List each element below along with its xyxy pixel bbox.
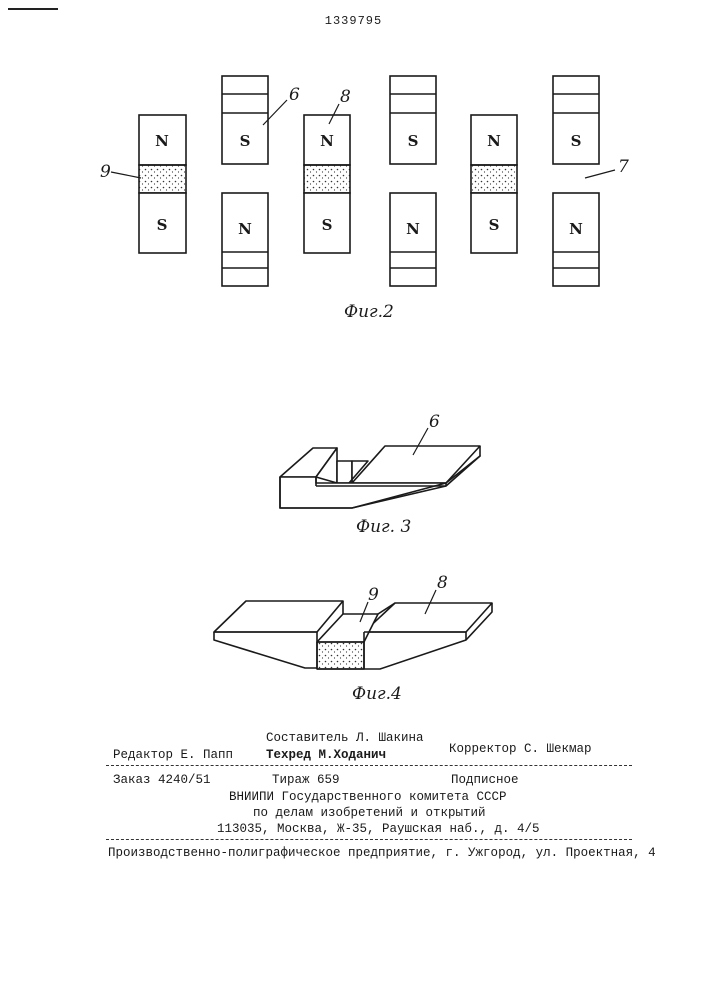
leader-line-9 <box>111 172 141 178</box>
pole-label: S <box>157 216 168 234</box>
imprint-order: Заказ 4240/51 <box>113 773 211 787</box>
imprint-corrector: Корректор С. Шекмар <box>449 742 592 756</box>
imprint-techred: Техред М.Ходанич <box>266 748 386 762</box>
pole-label: N <box>320 132 334 150</box>
divider-line <box>106 839 632 840</box>
imprint-circulation: Тираж 659 <box>272 773 340 787</box>
imprint-editor: Редактор Е. Папп <box>113 748 233 762</box>
pole-label: S <box>322 216 333 234</box>
leader-line-7 <box>585 170 615 178</box>
fig2-magnet-column-4 <box>390 76 436 286</box>
pole-label: N <box>569 220 583 238</box>
callout-9: 9 <box>100 162 111 182</box>
imprint-printer: Производственно-полиграфическое предприя… <box>108 846 656 860</box>
fig2-magnet-column-2 <box>222 76 268 286</box>
pole-label: N <box>487 132 501 150</box>
imprint-subscription: Подписное <box>451 773 519 787</box>
fig2-magnet-column-6 <box>553 76 599 286</box>
pole-label: S <box>489 216 500 234</box>
divider-line <box>106 765 632 766</box>
fig4-diagram <box>214 590 492 669</box>
fig3-callout-6: 6 <box>429 412 440 432</box>
figures-canvas: N S S N N S S N N S S N 9 6 8 7 Фиг.2 6 … <box>0 0 707 720</box>
fig2-caption: Фиг.2 <box>344 302 394 322</box>
fig2-diagram <box>111 76 615 286</box>
fig4-callout-8: 8 <box>437 573 448 593</box>
fig4-caption: Фиг.4 <box>352 684 402 704</box>
imprint-compiler: Составитель Л. Шакина <box>266 731 424 745</box>
insert-element <box>317 642 364 669</box>
pole-label: N <box>238 220 252 238</box>
callout-8: 8 <box>340 87 351 107</box>
imprint-org-line1: ВНИИПИ Государственного комитета СССР <box>229 790 507 804</box>
callout-7: 7 <box>618 157 629 177</box>
fig4-callout-9: 9 <box>368 585 379 605</box>
imprint-address: 113035, Москва, Ж-35, Раушская наб., д. … <box>217 822 540 836</box>
pole-label: S <box>571 132 582 150</box>
pole-label: N <box>155 132 169 150</box>
fig3-diagram <box>280 428 480 508</box>
pole-label: S <box>240 132 251 150</box>
pole-label: N <box>406 220 420 238</box>
fig3-caption: Фиг. 3 <box>356 517 411 537</box>
pole-label: S <box>408 132 419 150</box>
callout-6: 6 <box>289 85 300 105</box>
imprint-org-line2: по делам изобретений и открытий <box>253 806 486 820</box>
